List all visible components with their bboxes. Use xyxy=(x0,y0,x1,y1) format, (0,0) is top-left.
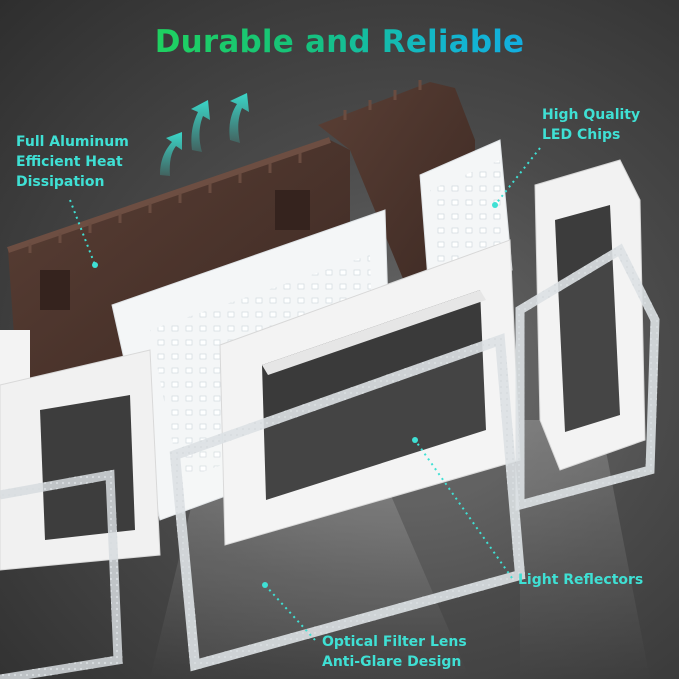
callout-led-chips: High Quality LED Chips xyxy=(542,105,640,145)
aluminum-housing xyxy=(7,137,350,420)
left-reflector xyxy=(0,349,161,571)
callout-chips-line-2: LED Chips xyxy=(542,127,621,143)
callout-reflectors-line-1: Light Reflectors xyxy=(518,572,644,588)
curved-up-arrows-icon xyxy=(160,93,249,176)
callout-heat-line-3: Dissipation xyxy=(16,174,105,190)
callout-dots xyxy=(92,202,498,588)
center-lens xyxy=(169,333,526,672)
callout-chips-line-1: High Quality xyxy=(542,107,641,123)
callout-heat-line-1: Full Aluminum xyxy=(16,134,129,150)
center-reflector xyxy=(219,239,521,546)
callout-optical-lens: Optical Filter Lens Anti-Glare Design xyxy=(322,632,467,672)
callout-lens-line-1: Optical Filter Lens xyxy=(322,634,467,650)
callout-light-reflectors: Light Reflectors xyxy=(518,570,643,590)
callout-heat-line-2: Efficient Heat xyxy=(16,154,123,170)
callout-lens-line-2: Anti-Glare Design xyxy=(322,654,462,670)
title-text: Durable and Reliable xyxy=(154,24,525,60)
right-lens xyxy=(515,243,660,511)
callout-heat-dissipation: Full Aluminum Efficient Heat Dissipation xyxy=(16,132,129,192)
left-lens xyxy=(0,469,123,679)
callout-lines xyxy=(69,147,541,641)
page-title: Durable and Reliable xyxy=(0,24,679,60)
